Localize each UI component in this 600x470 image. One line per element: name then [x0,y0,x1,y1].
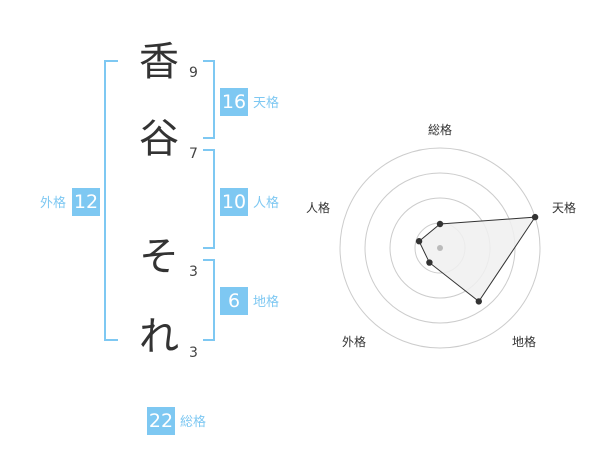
chikaku-value: 6 [220,287,248,315]
radar-polygon [418,216,537,303]
axis-label-jinkaku: 人格 [306,200,330,215]
soukaku-value: 22 [147,407,175,435]
gaikaku-label: 外格 [40,196,67,211]
chikaku-bracket [203,259,215,341]
stroke-count-2: 7 [189,146,198,162]
radar-point-1 [436,220,444,228]
name-char-3: そ [139,234,179,280]
stroke-count-4: 3 [189,345,198,361]
axis-label-tenkaku: 天格 [552,200,576,215]
gaikaku-bracket [104,60,118,341]
jinkaku-value: 10 [220,188,248,216]
jinkaku-label: 人格 [253,196,280,211]
name-char-1: 香 [139,39,179,85]
radar-center-dot [437,245,443,251]
name-char-4: れ [139,314,179,360]
radar-ring-4 [339,147,541,349]
radar-point-5 [415,238,423,245]
tenkaku-label: 天格 [253,96,280,111]
jinkaku-bracket [203,149,215,249]
chikaku-label: 地格 [253,295,280,310]
gaikaku-value: 12 [72,188,100,216]
axis-label-chikaku: 地格 [512,334,536,349]
tenkaku-bracket [203,60,215,139]
stroke-count-1: 9 [189,65,198,81]
stroke-count-3: 3 [189,264,198,280]
axis-label-soukaku: 総格 [428,122,452,137]
name-char-2: 谷 [139,116,179,162]
radar-point-4 [426,259,433,266]
soukaku-label: 総格 [180,415,207,430]
axis-label-gaikaku: 外格 [342,334,366,349]
radar-point-3 [475,298,482,305]
radar-point-2 [531,213,539,221]
tenkaku-value: 16 [220,88,248,116]
